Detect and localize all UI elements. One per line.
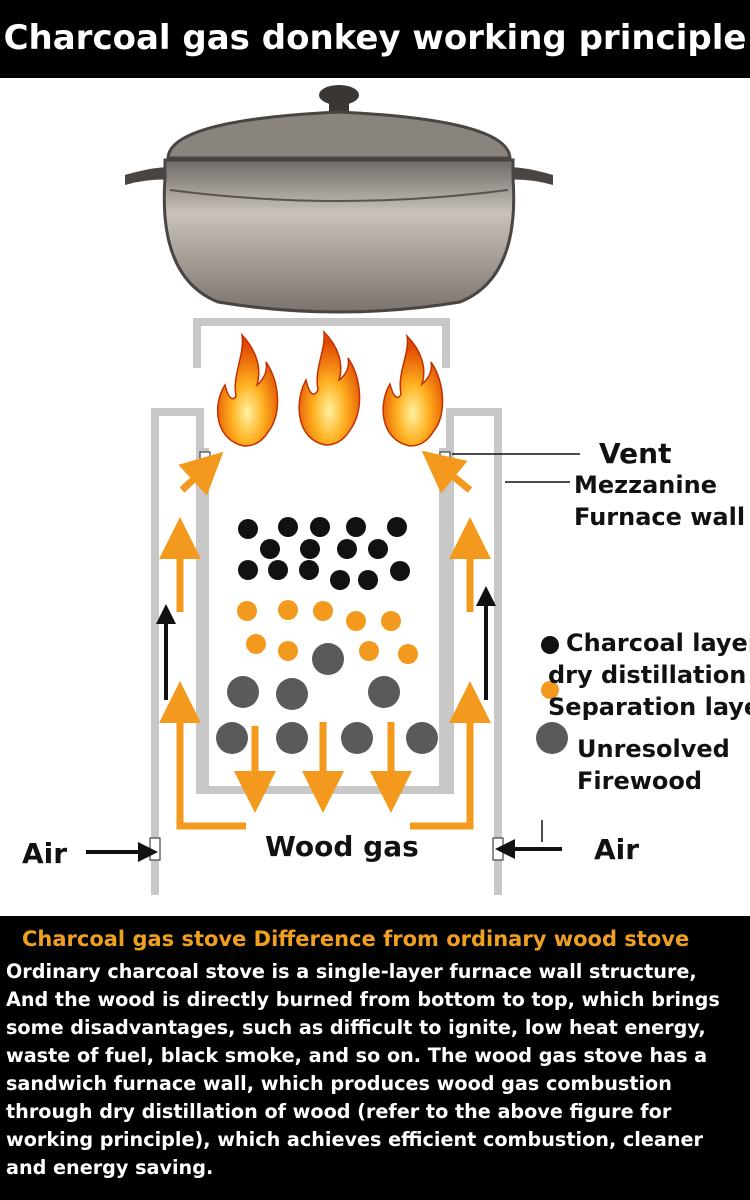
furnace-wall-label: Furnace wall [574,503,745,531]
description-line: And the wood is directly burned from bot… [6,986,750,1014]
wood-gas-label: Wood gas [265,830,419,863]
description-panel: Charcoal gas stove Difference from ordin… [0,916,750,1200]
legend-charcoal-label: Charcoal layer [566,629,750,657]
legend-firewood-label: Firewood [577,767,702,795]
description-line: sandwich furnace wall, which produces wo… [6,1070,750,1098]
pot [125,85,553,312]
description-line: and energy saving. [6,1154,750,1182]
legend-firewood-marker [536,722,568,754]
charcoal-layer [238,517,410,590]
air-left-label: Air [22,837,67,870]
legend-unresolved-label: Unresolved [577,735,730,763]
vent-label: Vent [599,437,671,470]
flames [218,332,443,446]
air-right-label: Air [594,833,639,866]
description-line: Ordinary charcoal stove is a single-laye… [6,958,750,986]
stove-diagram: Vent Mezzanine Furnace wall Charcoal lay… [0,78,750,916]
description-line: waste of fuel, black smoke, and so on. T… [6,1042,750,1070]
mezzanine-label: Mezzanine [574,471,717,499]
legend-charcoal-marker [541,636,559,654]
page-title: Charcoal gas donkey working principle [0,16,750,60]
description-line: some disadvantages, such as difficult to… [6,1014,750,1042]
description-line: through dry distillation of wood (refer … [6,1098,750,1126]
title-banner: Charcoal gas donkey working principle [0,0,750,78]
description-line: working principle), which achieves effic… [6,1126,750,1154]
legend-dry-distillation-label: dry distillation [548,661,746,689]
legend-separation-label: Separation layer [548,693,750,721]
description-heading: Charcoal gas stove Difference from ordin… [22,924,689,954]
description-body: Ordinary charcoal stove is a single-laye… [6,958,750,1182]
